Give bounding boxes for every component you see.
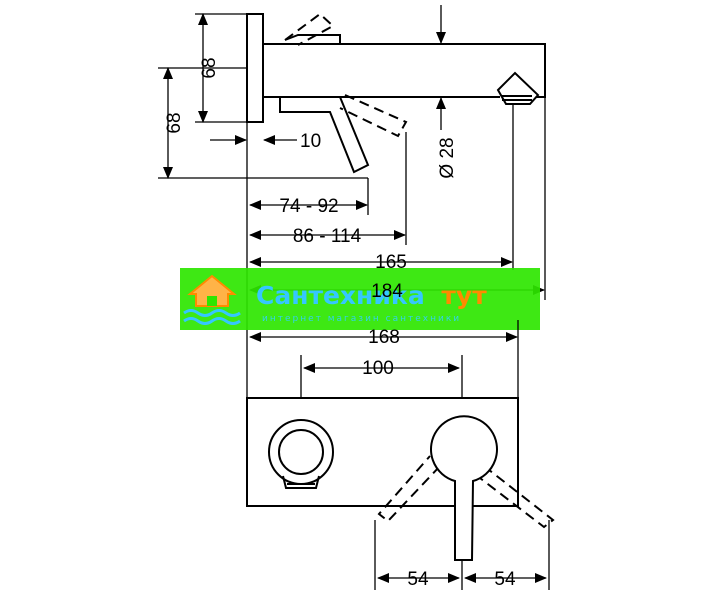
dim-lever-reach-open: 86 - 114 bbox=[293, 226, 362, 247]
side-dimensions bbox=[158, 5, 546, 330]
dim-flange-height: 68 bbox=[199, 57, 220, 78]
house-waves-icon bbox=[183, 274, 241, 325]
dim-lever-swing-left: 54 bbox=[407, 569, 429, 590]
dimension-labels: 68 68 10 Ø 28 74 - 92 86 - 114 165 184 bbox=[164, 57, 458, 302]
dim-flange-thickness: 10 bbox=[300, 131, 321, 152]
dim-center-distance: 100 bbox=[362, 358, 394, 379]
dim-spout-length: 165 bbox=[375, 252, 407, 273]
front-view bbox=[246, 397, 555, 561]
watermark-subtitle: интернет магазин сантехники bbox=[262, 314, 461, 324]
mixer-lever bbox=[430, 415, 498, 561]
lever-open-dashed bbox=[339, 94, 408, 138]
watermark-title-main: Сантехника bbox=[256, 281, 425, 310]
lever-left-dashed bbox=[377, 455, 441, 523]
dim-lever-reach: 74 - 92 bbox=[279, 196, 338, 217]
wall-flange bbox=[246, 13, 264, 123]
lever-top-dashed bbox=[284, 12, 335, 46]
watermark: Сантехника тут интернет магазин сантехни… bbox=[180, 268, 540, 330]
dim-plate-width: 168 bbox=[368, 327, 400, 348]
watermark-background bbox=[180, 268, 540, 330]
front-labels: 168 100 54 54 bbox=[362, 327, 516, 590]
dim-spout-diameter: Ø 28 bbox=[437, 137, 458, 178]
dim-total-length: 184 bbox=[371, 281, 403, 302]
side-view bbox=[246, 12, 546, 174]
watermark-title: Сантехника тут bbox=[256, 281, 487, 310]
watermark-title-accent: тут bbox=[441, 281, 487, 310]
lever-handle bbox=[279, 96, 370, 174]
dim-lever-swing-right: 54 bbox=[494, 569, 516, 590]
dim-overall-height: 68 bbox=[164, 112, 185, 133]
front-dimensions bbox=[246, 320, 550, 590]
